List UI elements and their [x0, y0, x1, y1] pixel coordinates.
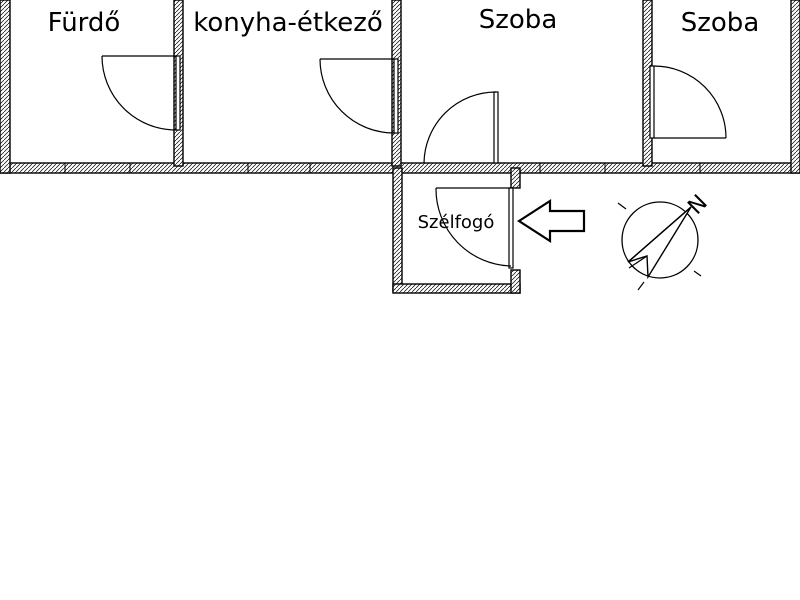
wall-vestibule-right-upper [510, 167, 521, 189]
walls [0, 0, 800, 294]
wall-vestibule-right-lower [510, 269, 521, 294]
compass-icon: N [617, 190, 713, 291]
room-label-szoba-2: Szoba [681, 8, 760, 38]
door-konyha [319, 58, 399, 134]
room-label-konyha: konyha-étkező [193, 8, 383, 38]
door-szoba-middle [423, 91, 499, 164]
wall-right [790, 0, 800, 174]
room-label-szelfogo: Szélfogó [418, 212, 495, 233]
room-label-furdo: Fürdő [48, 8, 121, 38]
door-furdo [101, 55, 181, 131]
wall-openings [64, 163, 701, 173]
wall-vestibule-bottom [392, 283, 521, 294]
doors [101, 55, 727, 269]
compass-north-label: N [683, 190, 712, 219]
wall-vestibule-left [392, 167, 403, 293]
room-label-szoba-1: Szoba [479, 5, 558, 35]
wall-left [0, 0, 11, 174]
door-szelfogo [435, 187, 514, 269]
entrance-arrow-icon [516, 198, 586, 244]
door-szoba-right [649, 65, 727, 139]
